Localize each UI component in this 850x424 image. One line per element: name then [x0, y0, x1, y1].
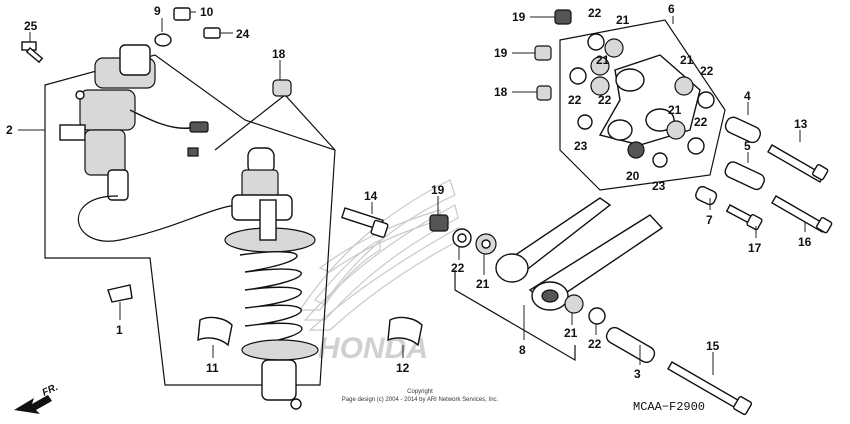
bearing-21-lower — [564, 294, 584, 314]
shock-detail-outline — [214, 94, 336, 151]
callout-3: 3 — [634, 367, 641, 381]
callout-22-center: 22 — [598, 93, 612, 107]
callout-14: 14 — [364, 189, 378, 203]
callout-22-midleft: 22 — [568, 93, 582, 107]
collar-4 — [724, 116, 762, 144]
callout-22-lower: 22 — [588, 337, 602, 351]
bolt-15 — [667, 361, 753, 416]
seal-22-lower — [588, 307, 606, 325]
shock-assembly-outline — [44, 54, 336, 386]
front-arrow-icon — [14, 395, 52, 414]
callout-20: 20 — [626, 169, 640, 183]
collar-5 — [724, 161, 765, 191]
callout-7: 7 — [706, 213, 713, 227]
connecting-rod-8 — [495, 197, 664, 311]
callout-6: 6 — [668, 2, 675, 16]
hose-clip — [187, 147, 199, 157]
callout-21-upperleft: 21 — [596, 53, 610, 67]
nut-19-top — [554, 9, 572, 25]
callout-8: 8 — [519, 343, 526, 357]
collar-3 — [605, 326, 656, 363]
callout-17: 17 — [748, 241, 762, 255]
bearing-21-left — [475, 233, 497, 255]
nut-10 — [173, 7, 191, 21]
callout-18-left: 18 — [272, 47, 286, 61]
leader-lines — [18, 11, 806, 375]
callout-22-left: 22 — [451, 261, 465, 275]
bolt-25 — [21, 41, 44, 64]
callout-21-upperright: 21 — [680, 53, 694, 67]
bolt-13 — [767, 144, 829, 183]
bolt-14 — [341, 207, 389, 238]
callout-23-right: 23 — [652, 179, 666, 193]
part-8-bracket — [454, 270, 576, 362]
bolt-16 — [771, 195, 833, 234]
callout-21-top: 21 — [616, 13, 630, 27]
callout-18-right: 18 — [494, 85, 508, 99]
callout-19-top: 19 — [512, 10, 526, 24]
preload-adjuster — [59, 44, 209, 201]
honda-wing-watermark — [298, 179, 461, 331]
callout-13: 13 — [794, 117, 808, 131]
callout-16: 16 — [798, 235, 812, 249]
diagram-code: MCAA−F2900 — [633, 400, 705, 414]
bolt-17 — [725, 204, 763, 231]
callout-22-right: 22 — [694, 115, 708, 129]
clamp-1 — [107, 284, 133, 303]
copyright-title: Copyright — [407, 389, 433, 395]
rear-shock-absorber — [224, 147, 319, 410]
link-assembly-outline — [559, 19, 726, 191]
callout-9: 9 — [154, 4, 161, 18]
seal-22-left — [452, 228, 472, 248]
callout-11: 11 — [206, 361, 219, 375]
screw-24 — [203, 27, 221, 39]
front-arrow-label: FR. — [41, 382, 60, 399]
collar-7 — [695, 185, 718, 206]
callout-15: 15 — [706, 339, 720, 353]
callout-24: 24 — [236, 27, 250, 41]
callout-12: 12 — [396, 361, 410, 375]
callout-21-left: 21 — [476, 277, 490, 291]
callout-21-right: 21 — [668, 103, 682, 117]
hydraulic-hose — [77, 195, 256, 242]
spring-pad-11 — [197, 316, 233, 347]
callout-22-upperright: 22 — [700, 64, 714, 78]
rubber-18-right — [536, 85, 552, 101]
callout-4: 4 — [744, 89, 751, 103]
collar-9 — [154, 33, 172, 47]
link-bearings — [569, 33, 715, 168]
callout-2: 2 — [6, 123, 13, 137]
callout-23-left: 23 — [574, 139, 588, 153]
copyright-line: Page design (c) 2004 - 2014 by ARI Netwo… — [342, 397, 499, 403]
callouts: 25 9 10 24 2 18 1 11 12 14 19 22 21 8 21… — [6, 2, 812, 381]
callout-25: 25 — [24, 19, 38, 33]
callout-10: 10 — [200, 5, 214, 19]
nut-19-mid — [534, 45, 552, 61]
callout-5: 5 — [744, 139, 751, 153]
spring-pad-12 — [387, 316, 423, 347]
callout-19-center: 19 — [431, 183, 445, 197]
callout-19-mid: 19 — [494, 46, 508, 60]
callout-1: 1 — [116, 323, 123, 337]
callout-21-lower: 21 — [564, 326, 578, 340]
nut-19-left — [429, 214, 449, 232]
callout-22-top: 22 — [588, 6, 602, 20]
rubber-18 — [272, 79, 292, 97]
